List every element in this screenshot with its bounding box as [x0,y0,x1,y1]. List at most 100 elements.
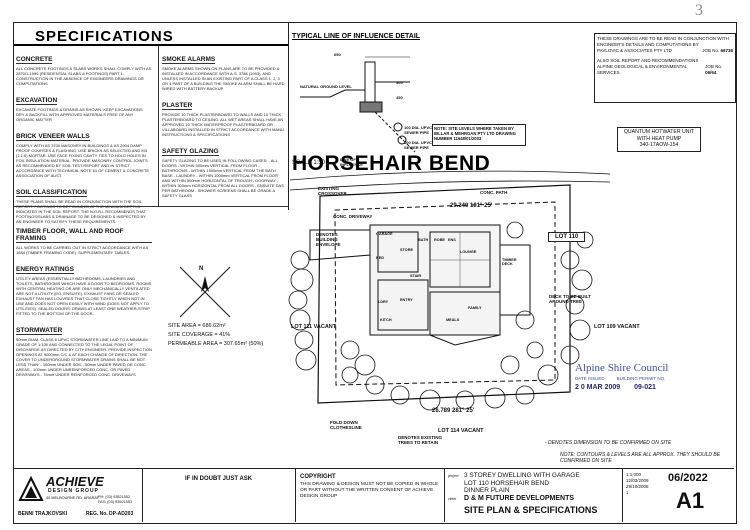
spec-stormwater: STORMWATER 90mm DIAM. CLASS 6 UPVC STORM… [16,327,152,377]
drawing-frame [13,22,737,524]
drawing-date-1: 12/03/2009 [626,478,649,483]
spec-smoke-alarms: SMOKE ALARMS SMOKE ALARMS SHOWN ON PLANS… [162,56,285,91]
spec-excavation: EXCAVATION EXCAVATE FOOTINGS & DRAINS AS… [16,97,143,122]
drawing-rev: 1 [626,490,629,495]
pipe-label-1: 100 DIA. UPVC SEWER PIPE [404,125,433,135]
title-divider-3 [444,468,445,522]
drawing-meta: 1:1,000 12/03/2009 29/10/2008 1 [626,472,649,496]
permeable-area: PERMEABLE AREA = 307.65m² (50%) [168,341,264,347]
conc-driveway-label: CONC. DRIVEWAY [333,214,373,219]
spec-mid-rule [14,206,288,207]
job-number: 06/2022 [668,472,708,484]
doubt-note: IF IN DOUBT JUST ASK [185,476,253,482]
room-family: FAMILY [468,306,482,310]
detail-scale: SCALE 1:50 [292,160,326,166]
site-stats: SITE AREA = 686.62m² SITE COVERAGE = 41%… [168,322,263,349]
north-arrow-icon [179,266,231,318]
spec-energy: ENERGY RATINGS UTILITY AREAS (ESSENTIALL… [16,266,152,316]
project-line-1: 3 STOREY DWELLING WITH GARAGE [464,472,580,479]
permit-date: 2 0 MAR 2009 [575,384,621,391]
top-bearing: 101° 25' [470,203,493,209]
room-ens: ENS [448,238,456,242]
pipe-label-2: 100 DIA. UPVC SEWER PIPE [404,140,433,150]
drawing-scale: 1:1,000 [626,472,642,477]
top-dimension: 29.340 [450,203,469,209]
project-line-3: DINNER PLAIN [464,487,510,494]
site-area: SITE AREA = 686.62m² [168,323,226,329]
building-envelope-label: DENOTES BUILDING ENVELOPE [316,232,341,247]
bottom-bearing: 281° 25' [452,408,475,414]
quantum-hotwater-note: QUANTUM HOTWATER UNIT WITH HEAT PUMP 340… [617,127,701,152]
company-fax: (03) 93521553 [107,499,132,504]
spec-plaster: PLASTER PROVIDE 10 THICK PLASTERBOARD TO… [162,102,285,137]
clothesline-label: FOLD DOWN CLOTHESLINE [330,420,362,430]
drawing-title: SITE PLAN & SPECIFICATIONS [464,505,598,515]
council-stamp: Alpine Shire Council DATE ISSUED BUILDIN… [575,362,669,391]
lot-111-label: LOT 111 VACANT [291,324,337,330]
title-block-rule [14,468,734,469]
line-of-influence-label: LINE OF INFLUENCE [340,157,363,167]
copyright-text: THIS DRAWING & DESIGN MUST NOT BE COPIED… [300,482,439,499]
room-stair: STAIR [410,274,422,278]
room-bath: BATH [418,238,429,242]
note-confirm-dimension: - DENOTES DIMENSION TO BE CONFIRMED ON S… [545,440,672,446]
bottom-dimension: 26.789 [432,408,451,414]
spec-timber: TIMBER FLOOR, WALL AND ROOF FRAMING ALL … [16,227,152,255]
specifications-title: SPECIFICATIONS [35,28,174,45]
drawing-date-2: 29/10/2008 [626,484,649,489]
project-block: project 3 STOREY DWELLING WITH GARAGE LO… [448,472,580,494]
influence-title: TYPICAL LINE OF INFLUENCE DETAIL [292,33,421,40]
existing-trees-label: DENOTES EXISTING TREES TO RETAIN [398,435,443,445]
site-plan-drawing [288,170,611,411]
lot-109-label: LOT 109 VACANT [594,324,640,330]
room-store: STORE [400,248,414,252]
room-meals: MEALS [446,318,460,322]
project-line-2: LOT 110 HORSEHAIR BEND [464,479,550,487]
lot-114-label: LOT 114 VACANT [438,428,484,434]
room-ldry: LDRY [378,300,389,304]
title-divider-1 [142,468,143,522]
spec-divider [158,46,159,206]
company-name: ACHIEVE [46,474,104,489]
deck-note-label: DECK TO BE BUILT AROUND TREE [549,294,591,304]
site-levels-note: NOTE: SITE LEVELS WHERE TAKEN BY BILLAR … [432,124,526,146]
spec-column-left: CONCRETE ALL CONCRETE FOOTINGS & SLABS W… [16,48,152,488]
client-label: client [448,497,457,501]
room-timber-deck: TIMBER DECK [502,258,517,266]
client-name: D & M FUTURE DEVELOPMENTS [464,495,575,502]
company-address: 40 MELBOURNE RD. ARARAT [46,496,99,500]
company-phone: (03) 93521552 [105,495,131,499]
room-kitch: KITCH [380,318,392,322]
dim-300: 300 [396,80,403,85]
spec-title-rule [14,44,288,46]
detail-left-border [288,22,289,210]
note-contours: NOTE: CONTOURS & LEVELS ARE ALL APPROX. … [560,452,721,464]
street-name: HORSEHAIR BEND [292,152,491,175]
existing-crossover-label: EXISTING CROSSOVER [318,186,347,196]
ngl-label: NATURAL GROUND LEVEL [300,84,352,89]
spec-column-mid: SMOKE ALARMS SMOKE ALARMS SHOWN ON PLANS… [162,48,286,198]
dim-450: 450 [396,95,403,100]
room-bed: BED [376,256,385,260]
spec-brick: BRICK VENEER WALLS COMPLY WITH AS 3700 M… [16,133,150,178]
copyright-title: COPYRIGHT [300,474,336,480]
room-robe: ROBE [434,238,445,242]
company-logo-block: ACHIEVE DESIGN GROUP 40 MELBOURNE RD. AR… [18,474,134,517]
room-lounge: LOUNGE [460,250,477,254]
north-label: N [199,266,204,272]
room-garage: GARAGE [376,232,393,236]
lot-110-label: LOT 110 [548,232,586,242]
sheet-size: A1 [676,488,705,513]
permit-number: 09-021 [634,384,656,391]
spec-safety-glazing: SAFETY GLAZING SAFETY GLAZING TO BE USED… [162,148,284,198]
spec-concrete: CONCRETE ALL CONCRETE FOOTINGS & SLABS W… [16,56,152,86]
achieve-logo-icon [18,476,44,501]
spec-soil: SOIL CLASSIFICATION THESE PLANS SHALL BE… [16,189,146,224]
dim-650: 650 [334,52,341,57]
room-entry: ENTRY [400,298,413,302]
company-sub: DESIGN GROUP [48,488,99,494]
title-divider-4 [622,468,623,522]
drafter-name: BENNI TRAJKOVSKI [18,511,68,517]
influence-detail-drawing [300,56,416,153]
conc-path-label: CONC. PATH [480,190,508,195]
